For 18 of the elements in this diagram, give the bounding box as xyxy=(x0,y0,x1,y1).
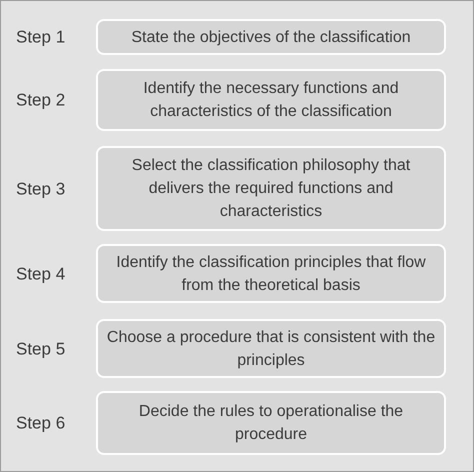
step-text: Select the classification philosophy that delivers the required functions and characteristics xyxy=(130,156,412,222)
step-label: Step 2 xyxy=(16,89,66,112)
step-box xyxy=(96,146,446,231)
step-box xyxy=(96,69,446,131)
step-text: Choose a procedure that is consistent with the principles xyxy=(106,328,436,370)
step-label: Step 6 xyxy=(16,412,66,434)
step-text: Identify the classification principles that flow from the theoretical basis xyxy=(115,252,427,296)
step-box xyxy=(96,244,446,303)
step-label: Step 1 xyxy=(16,26,66,48)
step-box xyxy=(96,391,446,455)
step-box xyxy=(96,319,446,378)
step-label: Step 3 xyxy=(16,178,66,200)
step-label: Step 4 xyxy=(16,262,66,285)
step-text: Identify the necessary functions and characteristics of the classification xyxy=(142,79,400,122)
step-box xyxy=(96,19,446,55)
step-text: Decide the rules to operationalise the procedure xyxy=(138,402,404,445)
step-label: Step 5 xyxy=(16,338,66,360)
step-text: State the objectives of the classification xyxy=(131,28,411,48)
